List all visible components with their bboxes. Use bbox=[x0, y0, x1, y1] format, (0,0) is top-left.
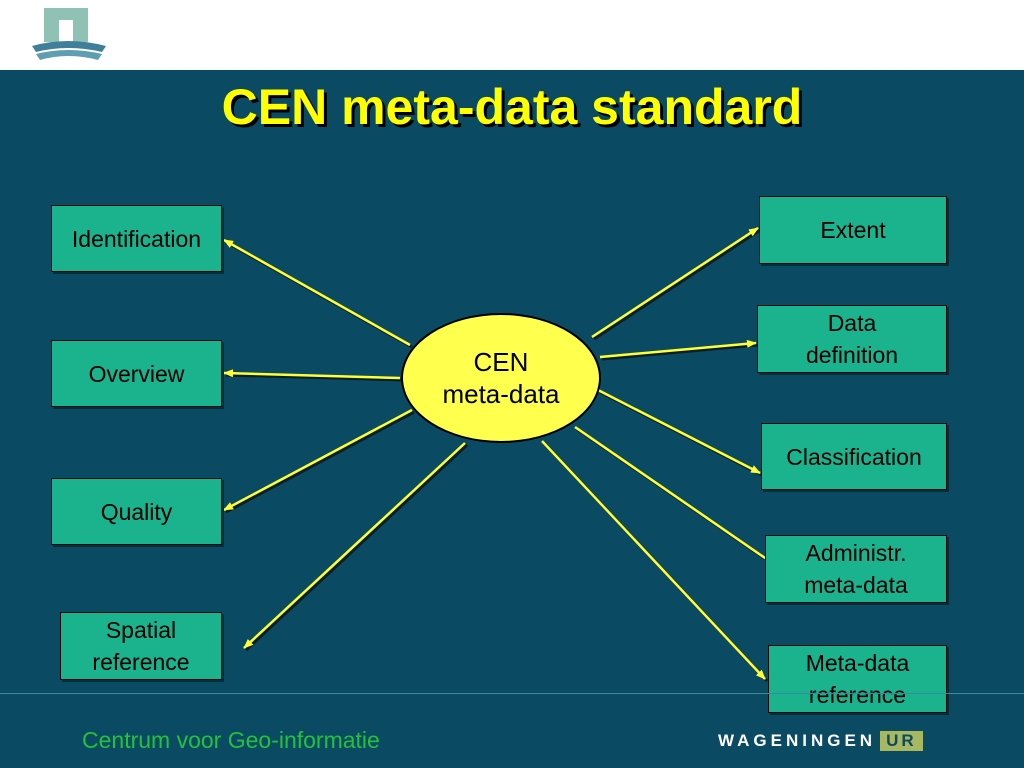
header-bar bbox=[0, 0, 1024, 70]
node-meta-data-reference: Meta-data reference bbox=[768, 645, 947, 713]
wageningen-ur-logo: WAGENINGEN UR bbox=[718, 731, 923, 751]
arrow-to-quality bbox=[223, 408, 413, 512]
node-classification: Classification bbox=[761, 423, 947, 490]
footer-institute-name: Centrum voor Geo-informatie bbox=[82, 727, 380, 753]
node-quality: Quality bbox=[51, 478, 222, 545]
node-administr-meta-data: Administr. meta-data bbox=[765, 535, 947, 603]
wageningen-shield-logo bbox=[32, 8, 106, 60]
arrow-to-data-definition bbox=[599, 339, 757, 359]
arrow-to-overview bbox=[223, 369, 401, 380]
node-identification: Identification bbox=[51, 205, 222, 272]
center-node-cen-meta-data: CEN meta-data bbox=[401, 313, 601, 443]
footer-divider bbox=[0, 693, 1024, 694]
node-extent: Extent bbox=[759, 196, 947, 264]
slide-title: CEN meta-data standard bbox=[221, 79, 803, 135]
arrow-to-extent bbox=[591, 226, 759, 339]
node-overview: Overview bbox=[51, 340, 222, 407]
node-data-definition: Data definition bbox=[757, 305, 947, 373]
arrow-to-administr-meta-data bbox=[574, 425, 782, 571]
node-spatial-reference: Spatial reference bbox=[60, 612, 222, 680]
arrow-to-meta-data-reference bbox=[541, 440, 766, 680]
brand-name: WAGENINGEN bbox=[718, 731, 877, 750]
arrow-to-identification bbox=[223, 238, 411, 347]
brand-suffix: UR bbox=[880, 731, 923, 751]
arrow-to-classification bbox=[597, 388, 761, 475]
arrow-to-spatial-reference bbox=[243, 442, 466, 649]
